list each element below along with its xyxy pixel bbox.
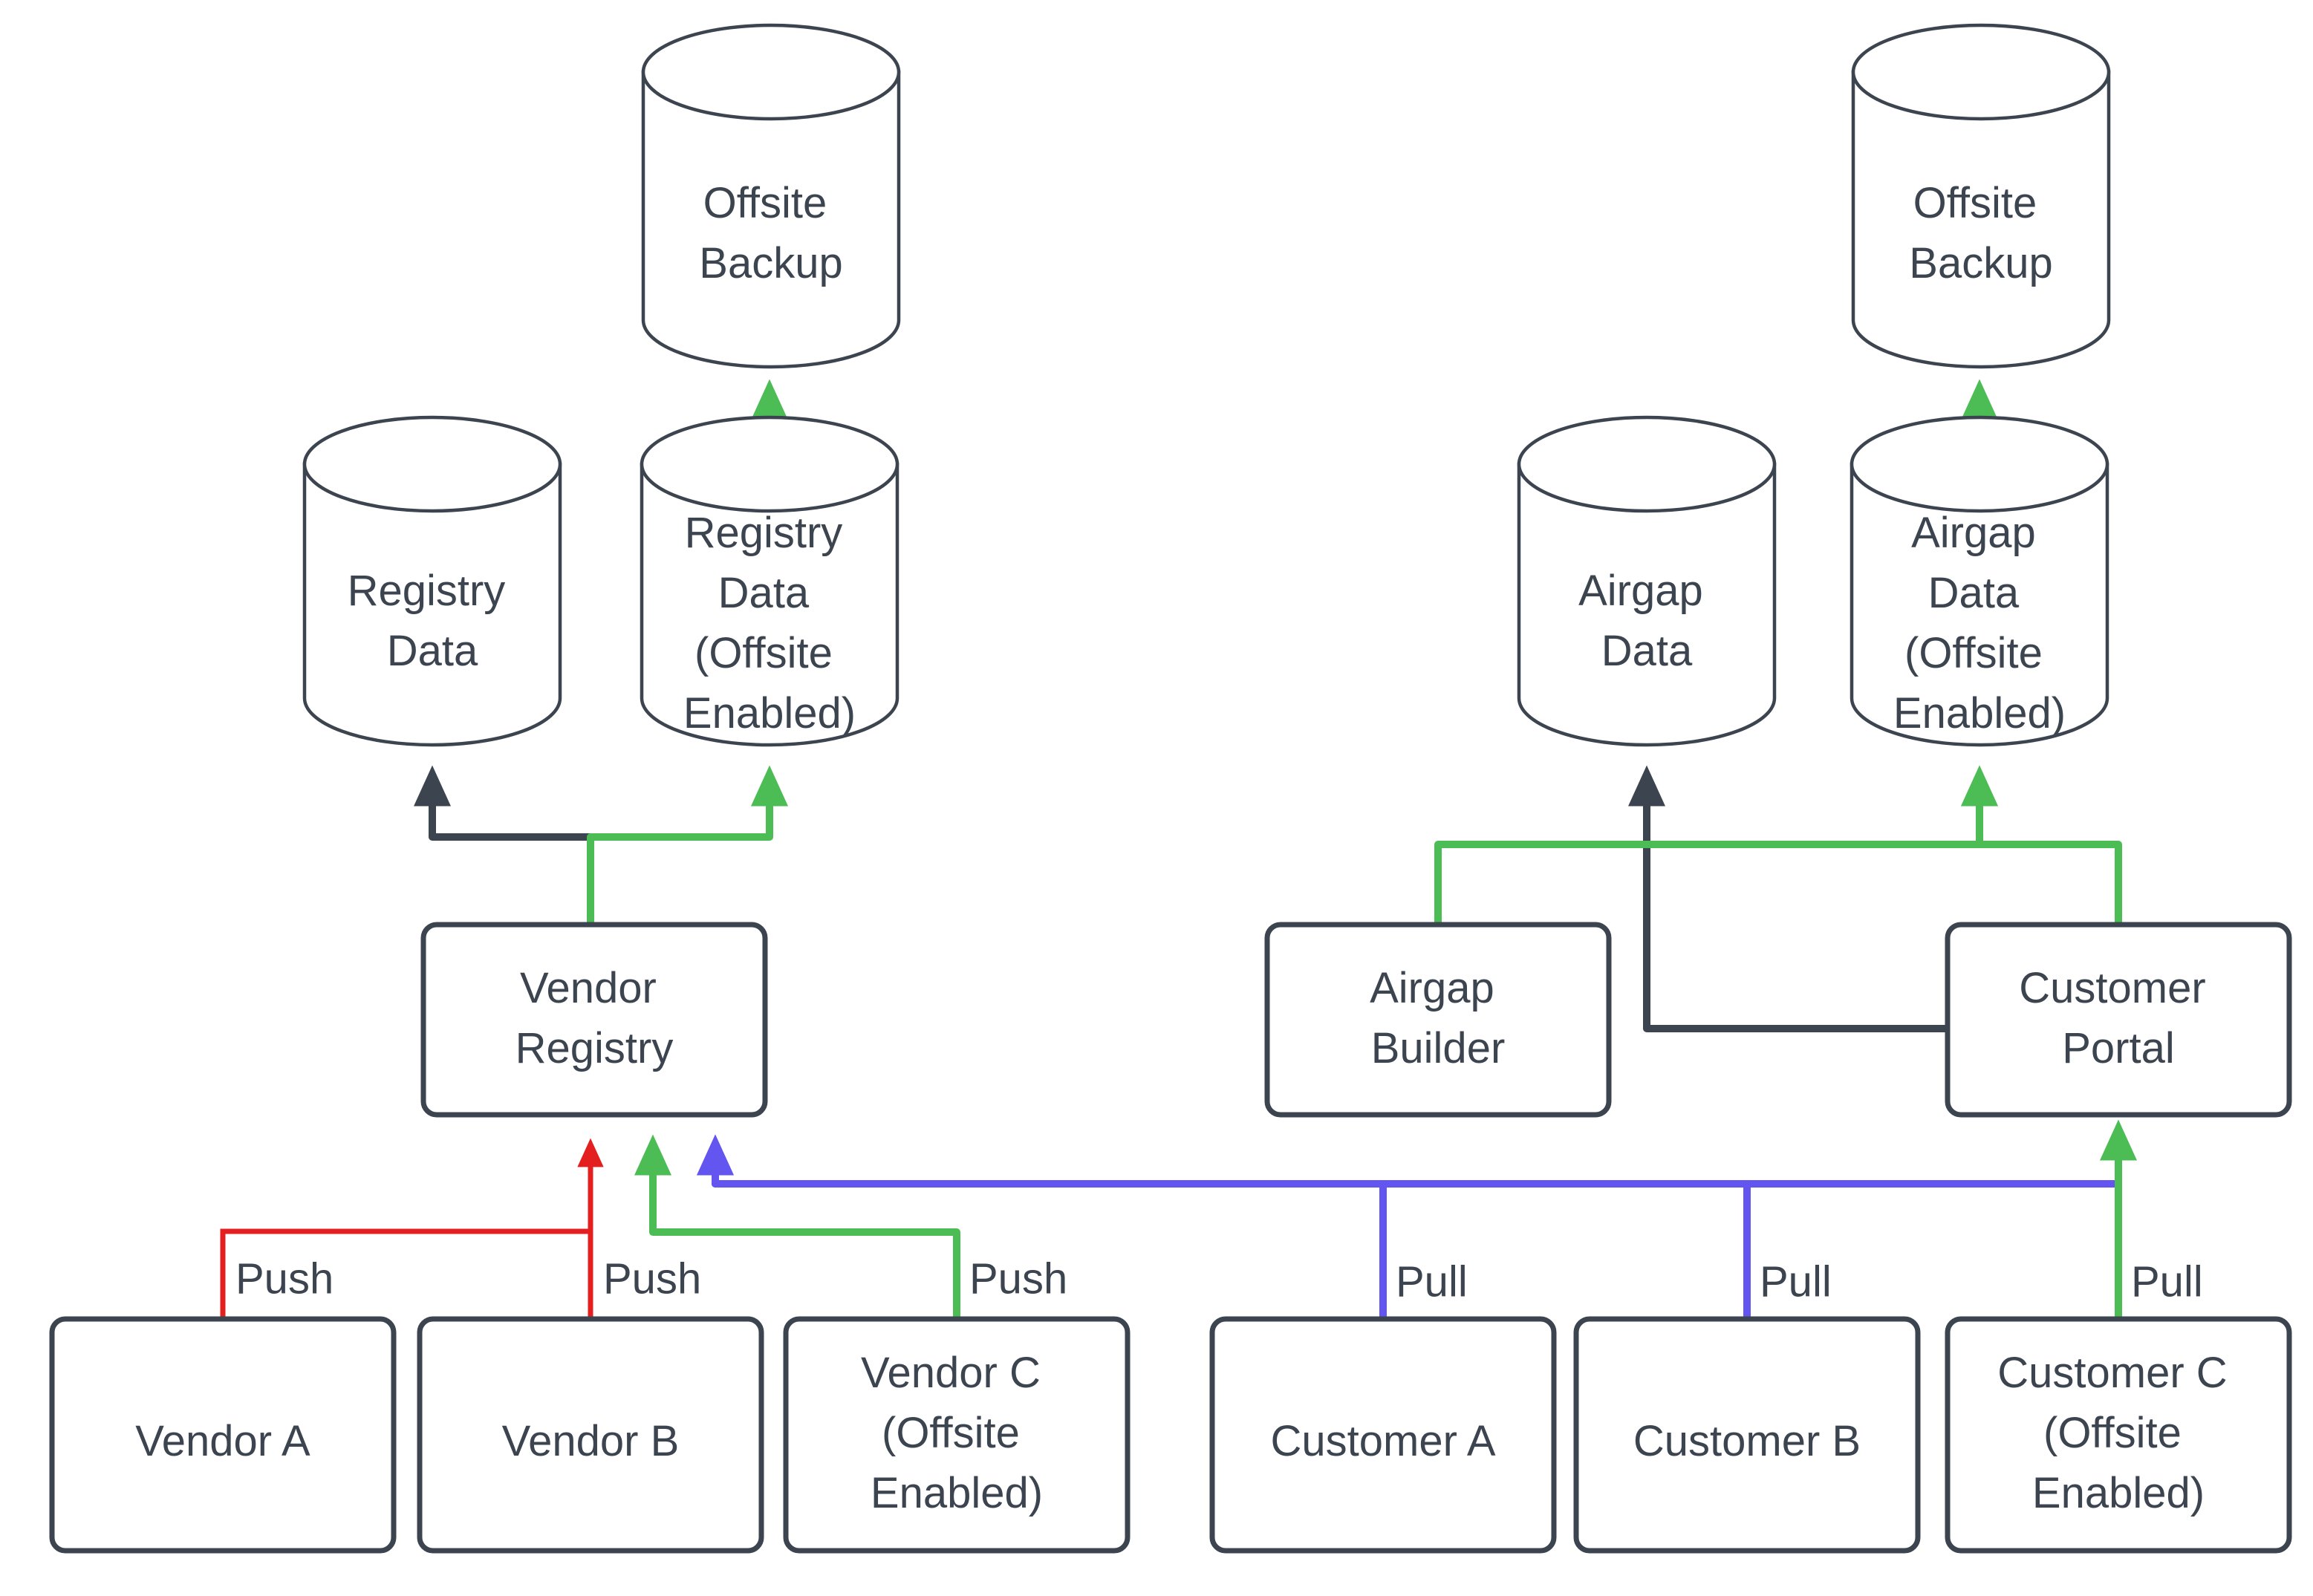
node-label: Registry Data (Offsite Enabled) xyxy=(683,509,856,737)
node-vendor-registry[interactable]: Vendor Registry xyxy=(420,922,768,1118)
node-registry-data-offsite[interactable]: Registry Data (Offsite Enabled) xyxy=(640,415,900,747)
node-label: Vendor B xyxy=(502,1417,680,1465)
edge-label-vendor-a-push: Push xyxy=(235,1254,334,1303)
node-customer-c[interactable]: Customer C (Offsite Enabled) xyxy=(1945,1316,2292,1554)
edge-label-customer-a-pull: Pull xyxy=(1396,1257,1468,1306)
node-vendor-a[interactable]: Vendor A xyxy=(49,1316,397,1554)
node-label: Vendor C (Offsite Enabled) xyxy=(861,1349,1053,1517)
edge-vendor-c-to-vendor-registry xyxy=(634,1134,960,1323)
node-airgap-builder[interactable]: Airgap Builder xyxy=(1264,922,1612,1118)
node-vendor-b[interactable]: Vendor B xyxy=(417,1316,764,1554)
node-registry-data[interactable]: Registry Data xyxy=(302,415,562,747)
node-label: Customer Portal xyxy=(2019,964,2218,1072)
edge-label-vendor-c-push: Push xyxy=(969,1254,1067,1303)
node-label: Offsite Backup xyxy=(1909,179,2052,287)
edge-customer-portal-to-airgap-data xyxy=(1628,765,1950,1032)
node-label: Customer A xyxy=(1271,1417,1496,1465)
node-offsite-backup-left[interactable]: Offsite Backup xyxy=(641,23,901,369)
node-label: Airgap Data xyxy=(1578,567,1715,675)
node-offsite-backup-right[interactable]: Offsite Backup xyxy=(1851,23,2111,369)
node-label: Airgap Builder xyxy=(1370,964,1506,1072)
edge-customer-c-bus-segment xyxy=(712,1180,2122,1222)
edge-label-customer-b-pull: Pull xyxy=(1760,1257,1832,1306)
node-label: Customer B xyxy=(1633,1417,1861,1465)
node-airgap-data-offsite[interactable]: Airgap Data (Offsite Enabled) xyxy=(1850,415,2109,747)
node-label: Vendor Registry xyxy=(515,964,674,1072)
node-customer-a[interactable]: Customer A xyxy=(1209,1316,1557,1554)
node-label: Vendor A xyxy=(135,1417,310,1465)
edge-vendor-registry-to-registry-data xyxy=(414,765,594,928)
node-airgap-data[interactable]: Airgap Data xyxy=(1517,415,1777,747)
node-customer-b[interactable]: Customer B xyxy=(1573,1316,1921,1554)
edge-label-customer-c-pull: Pull xyxy=(2131,1257,2203,1306)
edge-label-vendor-b-push: Push xyxy=(603,1254,701,1303)
node-label: Customer C (Offsite Enabled) xyxy=(1997,1349,2239,1517)
node-label: Registry Data xyxy=(348,567,518,675)
edge-vendor-registry-to-registry-data-offsite xyxy=(587,765,788,928)
edge-airgap-builder-to-airgap-data-offsite xyxy=(1434,765,1998,928)
node-customer-portal[interactable]: Customer Portal xyxy=(1945,922,2292,1118)
node-label: Offsite Backup xyxy=(699,179,842,287)
node-vendor-c[interactable]: Vendor C (Offsite Enabled) xyxy=(783,1316,1131,1554)
edge-customer-portal-to-airgap-data-offsite xyxy=(1961,765,2122,928)
node-label: Airgap Data (Offsite Enabled) xyxy=(1893,509,2066,737)
